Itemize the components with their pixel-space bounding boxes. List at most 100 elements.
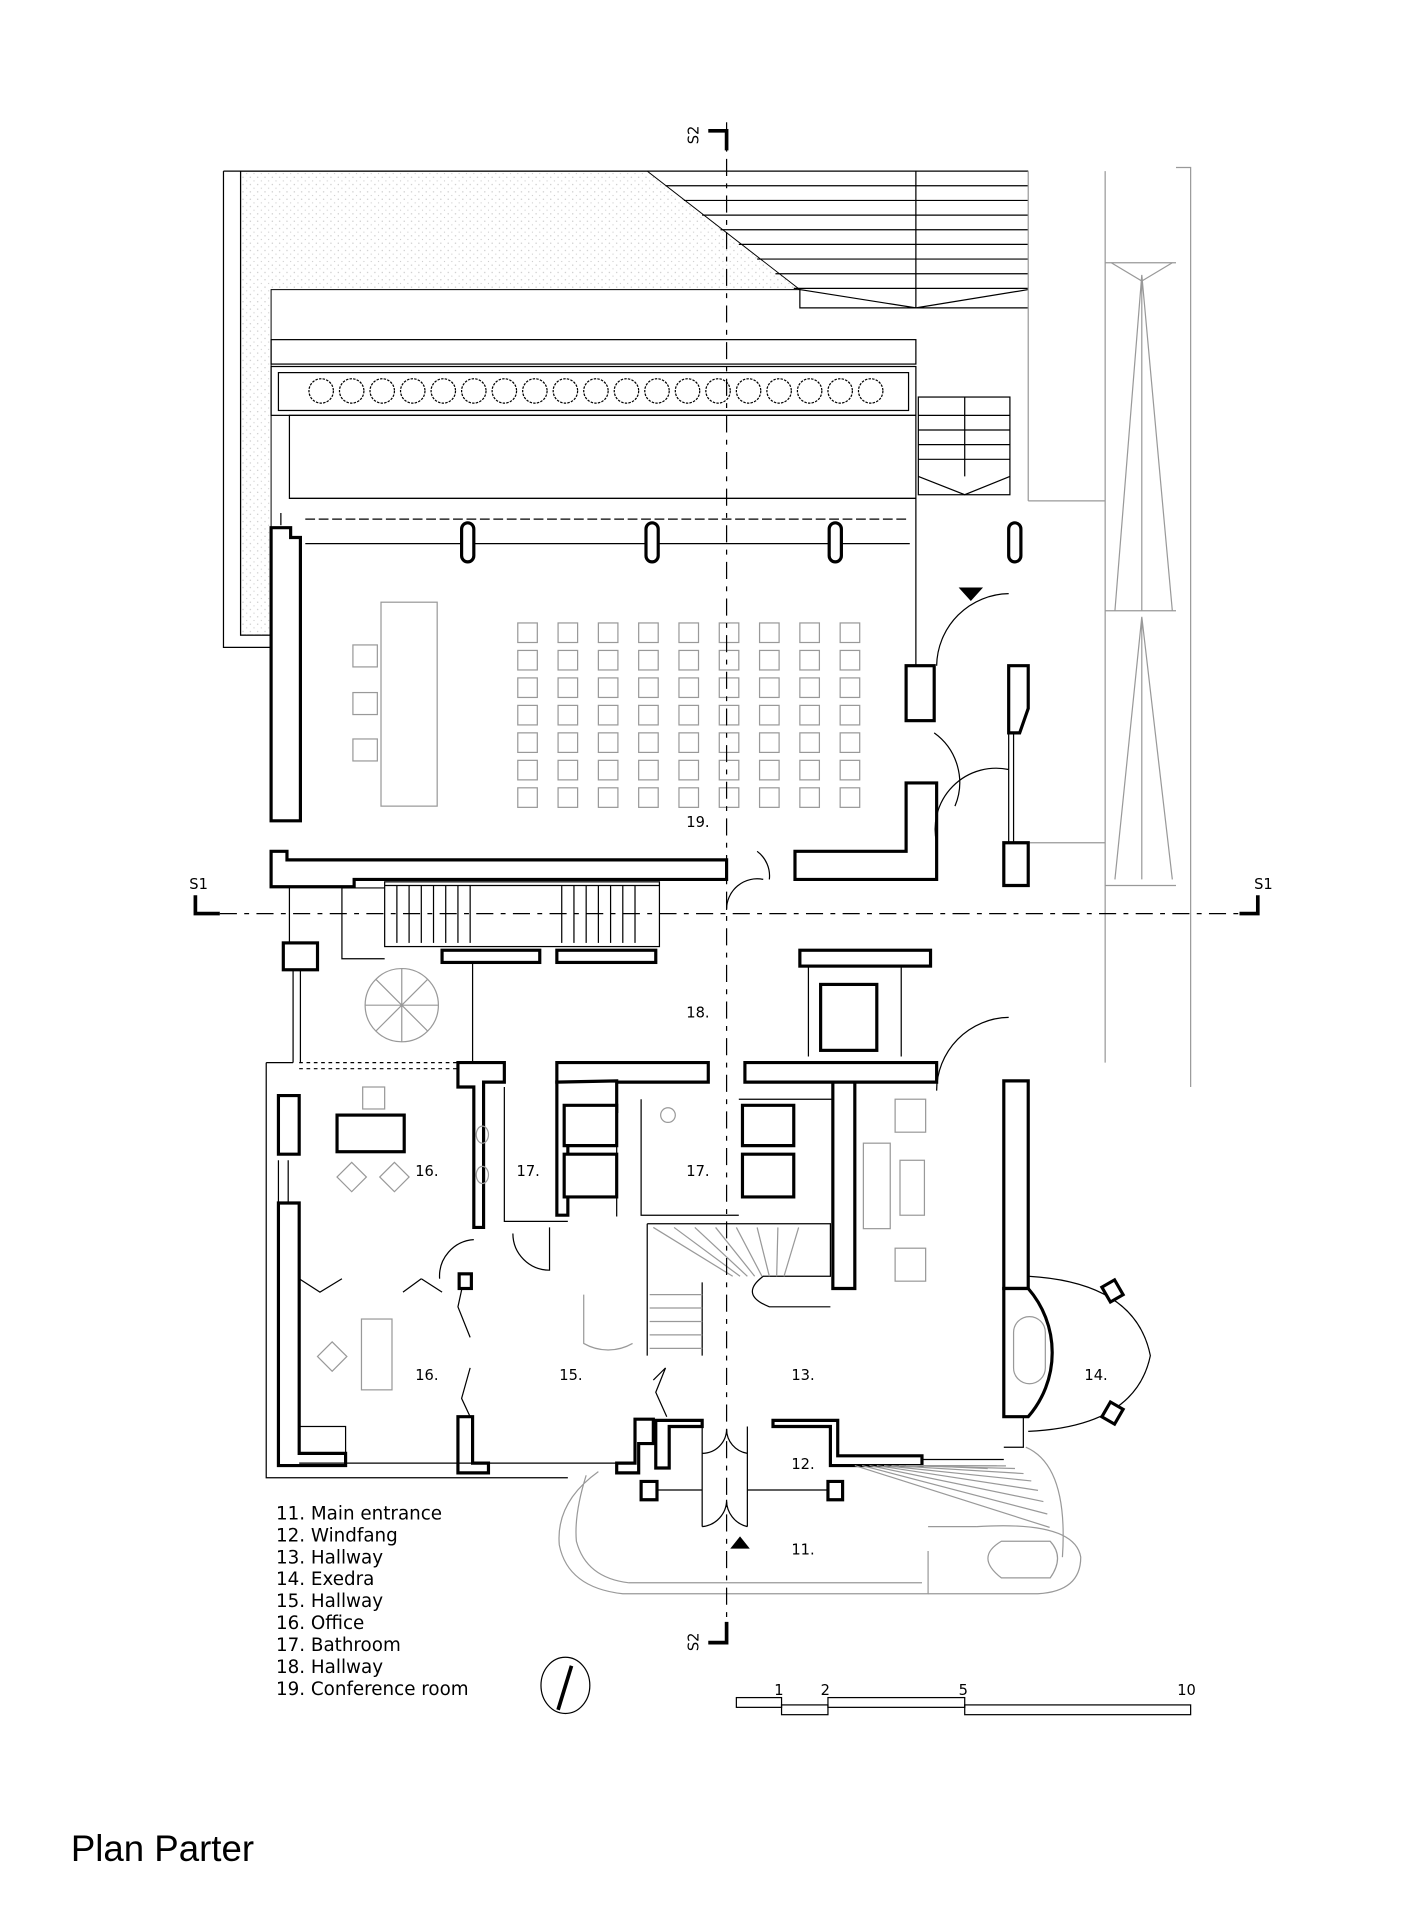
section-lines: S2 S2 S1 S1 bbox=[189, 122, 1273, 1652]
scale-bar: 1 2 5 10 bbox=[735, 1682, 1196, 1716]
ground-floor-walls bbox=[265, 1060, 1151, 1595]
chair bbox=[839, 649, 861, 671]
chair bbox=[517, 787, 538, 808]
chair bbox=[678, 732, 700, 754]
planter-strip bbox=[270, 339, 917, 500]
chair bbox=[557, 622, 579, 644]
tree bbox=[460, 378, 487, 404]
section-mark-s2-bottom: S2 bbox=[686, 1633, 703, 1652]
chair bbox=[597, 649, 619, 671]
chair bbox=[517, 622, 538, 644]
chair bbox=[758, 649, 780, 671]
tree bbox=[399, 378, 426, 404]
plan-title: Plan Parter bbox=[71, 1828, 254, 1869]
chair bbox=[718, 759, 740, 781]
chair bbox=[557, 649, 579, 671]
tree bbox=[674, 378, 701, 404]
chair bbox=[799, 649, 821, 671]
legend-item: 18. Hallway bbox=[276, 1657, 383, 1678]
section-mark-s1-right: S1 bbox=[1254, 876, 1273, 893]
chair bbox=[718, 622, 740, 644]
stair-tread bbox=[861, 1464, 1048, 1515]
stair-tread bbox=[891, 1464, 1024, 1475]
chair bbox=[758, 759, 780, 781]
section-mark-s2-top: S2 bbox=[686, 126, 703, 145]
room-label-12: 12. bbox=[791, 1456, 814, 1473]
chair bbox=[638, 649, 659, 671]
stair-tread bbox=[876, 1464, 1039, 1491]
tree bbox=[308, 378, 334, 404]
chair bbox=[839, 622, 861, 644]
chair bbox=[678, 759, 700, 781]
room-label-16-lower: 16. bbox=[415, 1367, 438, 1384]
tree bbox=[705, 378, 731, 404]
chair bbox=[557, 759, 579, 781]
chair bbox=[557, 704, 579, 726]
chair bbox=[678, 704, 700, 726]
chair bbox=[799, 704, 821, 726]
chair bbox=[557, 677, 579, 699]
chair bbox=[597, 759, 619, 781]
room-label-14: 14. bbox=[1084, 1367, 1107, 1384]
stair-tread bbox=[854, 1464, 1050, 1528]
tree bbox=[338, 378, 365, 404]
chair bbox=[557, 787, 579, 808]
room-legend: 11. Main entrance 12. Windfang 13. Hallw… bbox=[276, 1503, 469, 1700]
tree bbox=[766, 378, 792, 404]
scale-tick-label: 2 bbox=[821, 1682, 830, 1699]
chair bbox=[758, 704, 780, 726]
chair bbox=[718, 677, 740, 699]
chair bbox=[839, 732, 861, 754]
chair bbox=[517, 732, 538, 754]
legend-item: 12. Windfang bbox=[276, 1525, 398, 1546]
tree bbox=[796, 378, 823, 404]
room-label-15: 15. bbox=[559, 1367, 582, 1384]
chair bbox=[718, 787, 740, 808]
exterior-steps bbox=[665, 185, 1029, 289]
stair-tread bbox=[653, 1226, 734, 1277]
room-label-18: 18. bbox=[686, 1004, 709, 1021]
tree bbox=[583, 378, 609, 404]
tree bbox=[369, 378, 396, 404]
chair bbox=[597, 732, 619, 754]
chair bbox=[678, 677, 700, 699]
room-labels: 19. 18. 16. 17. 17. 16. 15. 13. 14. 12. … bbox=[415, 814, 1107, 1559]
chair bbox=[597, 704, 619, 726]
chair bbox=[799, 732, 821, 754]
entrance-spiral-stair bbox=[854, 1464, 1050, 1528]
chair bbox=[758, 677, 780, 699]
tree bbox=[735, 378, 762, 404]
chair bbox=[517, 759, 538, 781]
stair-tread bbox=[756, 1227, 770, 1277]
chair bbox=[638, 787, 659, 808]
chair bbox=[517, 677, 538, 699]
legend-item: 17. Bathroom bbox=[276, 1635, 401, 1656]
chair bbox=[839, 787, 861, 808]
scale-tick-label: 10 bbox=[1177, 1682, 1196, 1699]
stair-tread bbox=[783, 1227, 800, 1277]
legend-item: 14. Exedra bbox=[276, 1569, 374, 1590]
tree bbox=[522, 378, 548, 404]
chair bbox=[517, 704, 538, 726]
chair bbox=[597, 677, 619, 699]
chair bbox=[799, 677, 821, 699]
legend-item: 13. Hallway bbox=[276, 1547, 383, 1568]
chair bbox=[638, 732, 659, 754]
stair-tread bbox=[694, 1226, 748, 1277]
tree bbox=[552, 378, 579, 404]
chair bbox=[758, 622, 780, 644]
north-arrow-icon bbox=[540, 1656, 591, 1715]
stair-tread bbox=[735, 1227, 763, 1277]
stair-tread bbox=[776, 1227, 779, 1277]
room-label-17-right: 17. bbox=[686, 1163, 709, 1180]
tree bbox=[430, 378, 457, 404]
room-label-16-upper: 16. bbox=[415, 1163, 438, 1180]
side-stair bbox=[917, 396, 1011, 496]
chair bbox=[718, 704, 740, 726]
room-label-11: 11. bbox=[791, 1542, 814, 1559]
chair bbox=[638, 622, 659, 644]
legend-item: 15. Hallway bbox=[276, 1591, 383, 1612]
scale-tick-label: 1 bbox=[774, 1682, 783, 1699]
stair-tread bbox=[884, 1464, 1032, 1482]
